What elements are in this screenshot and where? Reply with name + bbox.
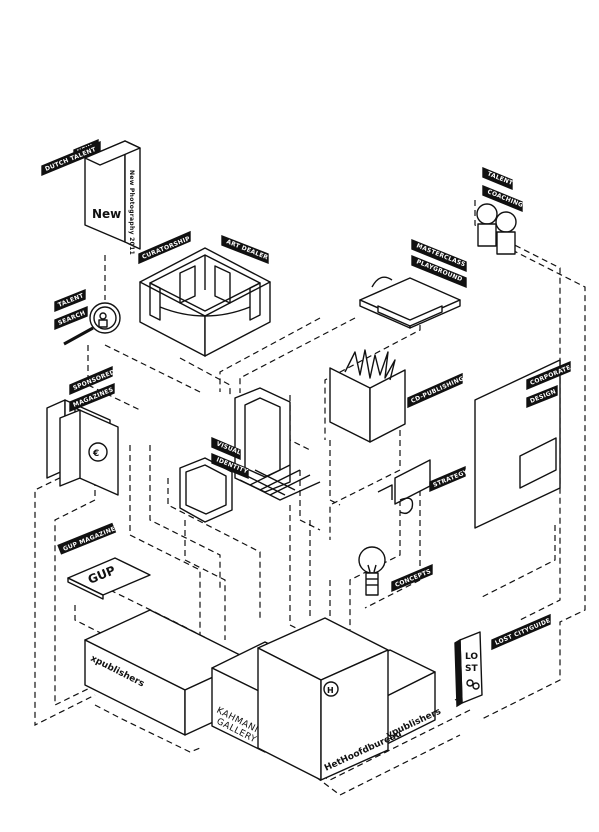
tag-talent-coaching: TALENT xyxy=(482,166,515,191)
svg-text:CURATORSHIP: CURATORSHIP xyxy=(141,235,191,261)
tag-lost-cityguide: LOST CITYGUIDE xyxy=(491,613,552,651)
corporate-design-panel xyxy=(474,359,561,529)
concepts-lightbulb xyxy=(358,546,386,596)
tag-concepts: CONCEPTS xyxy=(391,563,433,593)
svg-text:CD-PUBLISHING: CD-PUBLISHING xyxy=(410,375,465,405)
euro-symbol: € xyxy=(92,449,99,459)
tag-cd-publishing: CD-PUBLISHING xyxy=(407,372,465,409)
tag-strategy: STRATEGY xyxy=(429,465,469,493)
lost-cover-line2: ST xyxy=(465,664,478,674)
strategy-object xyxy=(377,459,431,515)
hoofdbureau-symbol: H xyxy=(327,686,334,695)
talent-search-magnifier xyxy=(63,302,121,346)
lost-cityguide-book: LO ST xyxy=(454,631,483,708)
cd-publishing-book xyxy=(329,349,406,443)
tag-search: SEARCH xyxy=(54,305,88,331)
tag-talent: TALENT xyxy=(54,288,86,313)
curatorship-room xyxy=(139,247,271,357)
base-platform: xpublishers KAHMANN GALLERY H HetHoofdbu… xyxy=(84,609,443,781)
svg-text:LOST CITYGUIDE: LOST CITYGUIDE xyxy=(494,617,552,647)
tag-art-dealer: ART DEALER xyxy=(221,234,269,265)
masterclass-platform xyxy=(359,276,461,329)
new-photography-book: New New Photography 2011 xyxy=(84,140,141,255)
lost-cover-line1: LO xyxy=(465,652,478,662)
svg-text:ART DEALER: ART DEALER xyxy=(225,238,269,261)
book-title: New xyxy=(92,207,121,221)
svg-text:GUP MAGAZINE: GUP MAGAZINE xyxy=(62,525,116,552)
gup-magazine: GUP xyxy=(67,557,151,600)
sponsored-magazines: € xyxy=(46,399,119,496)
tag-curatorship: CURATORSHIP xyxy=(138,230,191,265)
visual-identity-screens xyxy=(179,387,321,523)
talent-coaching-figures xyxy=(476,203,517,255)
book-spine-text: New Photography 2011 xyxy=(128,170,135,255)
tag-gup-magazine: GUP MAGAZINE xyxy=(57,522,116,555)
